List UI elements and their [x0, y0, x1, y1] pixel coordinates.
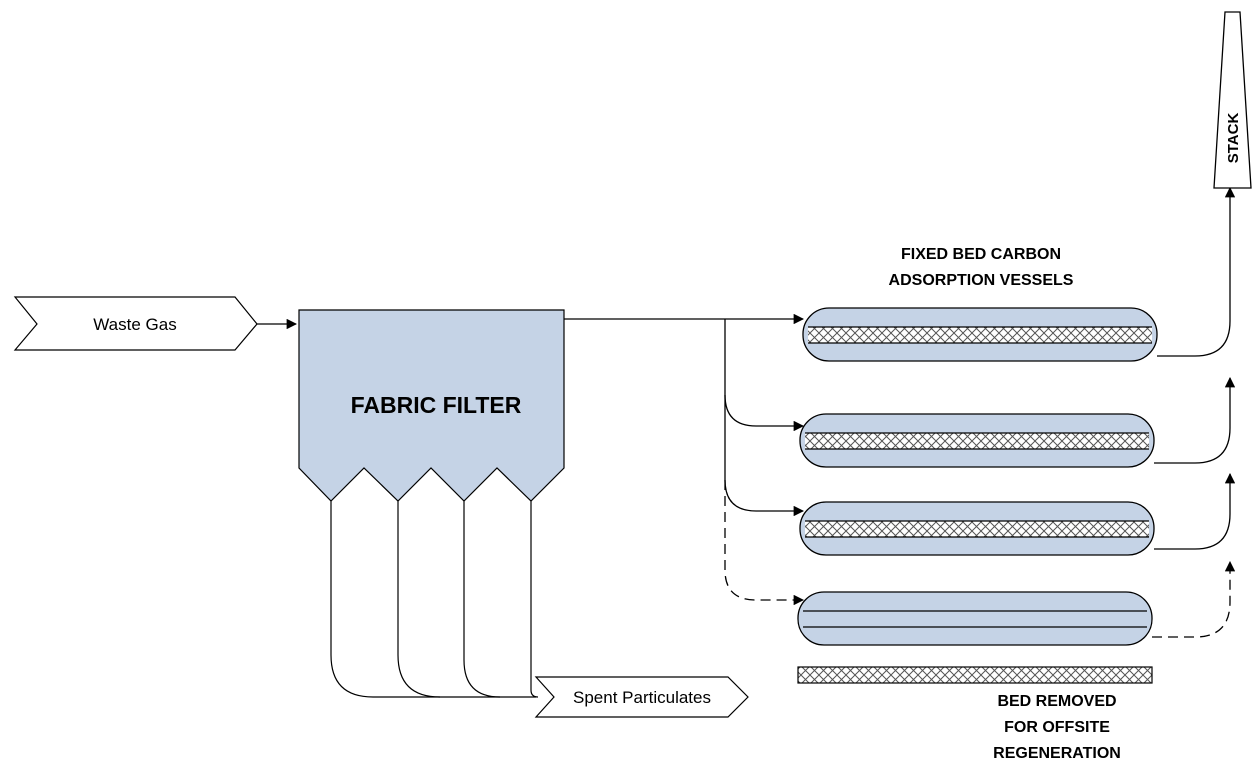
gas-distribution-lines [564, 313, 805, 606]
fabric-filter: FABRIC FILTER [298, 309, 565, 502]
stack-label: STACK [1225, 113, 1242, 164]
waste-gas-input: Waste Gas [13, 296, 258, 351]
waste-gas-label: Waste Gas [93, 315, 176, 334]
removed-label-line3: REGENERATION [993, 745, 1121, 762]
stack: STACK [1213, 11, 1252, 189]
removed-bed [797, 666, 1153, 684]
carbon-vessel-2 [799, 413, 1155, 468]
removed-label-line1: BED REMOVED [997, 693, 1116, 710]
vessels-label-line2: ADSORPTION VESSELS [889, 272, 1074, 289]
carbon-vessel-1 [802, 307, 1158, 362]
removed-label-line2: FOR OFFSITE [1004, 719, 1110, 736]
spent-particulates-label: Spent Particulates [573, 688, 711, 707]
spent-particulates-output: Spent Particulates [534, 676, 749, 718]
fabric-filter-label: FABRIC FILTER [351, 392, 522, 418]
carbon-vessel-3 [799, 501, 1155, 556]
hopper-discharge-lines [330, 501, 539, 698]
carbon-vessel-4-empty [797, 591, 1153, 646]
outlet-lines [1152, 186, 1236, 638]
vessels-label-line1: FIXED BED CARBON [901, 246, 1061, 263]
